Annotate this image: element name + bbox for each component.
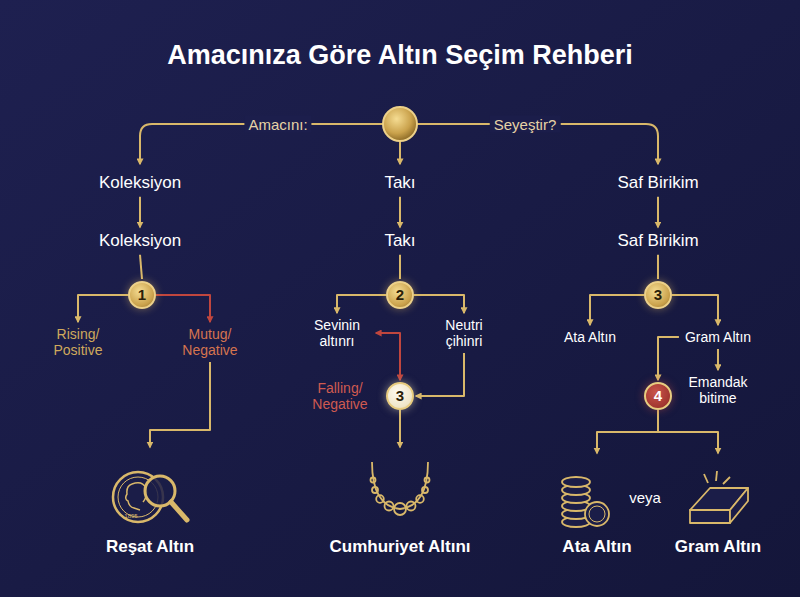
coin-magnifier-icon	[113, 472, 187, 522]
connector	[597, 410, 658, 453]
connector-word: veya	[629, 489, 661, 506]
connector	[376, 333, 400, 380]
connector	[657, 255, 659, 279]
connector	[399, 197, 401, 227]
node-text: Gram Altın	[675, 537, 761, 557]
result-label: Gram Altın	[671, 455, 765, 559]
node-text: Emandak bitime	[683, 374, 753, 406]
connector	[658, 337, 679, 380]
purpose-label: Takı	[380, 229, 419, 253]
purpose-label: Koleksiyon	[95, 171, 185, 195]
necklace-icon	[371, 462, 430, 515]
connector	[658, 410, 718, 453]
step-number: 3	[644, 281, 672, 309]
option-label: Mutug/ Negative	[173, 324, 247, 360]
connector	[717, 349, 719, 370]
purpose-label: Koleksiyon	[95, 229, 185, 253]
node-text: Ata Altın	[564, 329, 616, 345]
option-label: Emandak bitime	[681, 372, 755, 408]
purpose-label: Saf Birikim	[613, 171, 702, 195]
node-text: 3	[654, 286, 662, 303]
result-label: Cumhuriyet Altını	[325, 449, 474, 559]
gold-bar-icon	[690, 471, 748, 523]
node-text: Koleksiyon	[99, 173, 181, 193]
option-label: Sevinin altınrı	[300, 315, 374, 351]
step-number: 4	[644, 382, 672, 410]
connector	[78, 295, 128, 322]
connector	[657, 197, 659, 227]
node-text: Takı	[384, 231, 415, 251]
option-label: Ata Altın	[560, 327, 620, 347]
result-label: Ata Altın	[558, 455, 635, 559]
coin-stack-icon	[562, 477, 609, 527]
diagram-title: Amacınıza Göre Altın Seçim Rehberi	[0, 40, 800, 71]
connector	[399, 255, 401, 279]
node-text: 4	[654, 387, 662, 404]
node-text: Reşat Altın	[106, 537, 194, 557]
node-text: Mutug/ Negative	[175, 326, 245, 358]
node-text: Koleksiyon	[99, 231, 181, 251]
node-text: Saf Birikim	[617, 173, 698, 193]
connector	[672, 295, 718, 325]
connector	[337, 295, 386, 313]
option-label: Rising/ Positive	[41, 324, 115, 360]
node-text: 1	[138, 286, 146, 303]
node-text: Gram Altın	[685, 329, 751, 345]
step-number: 3	[386, 382, 414, 410]
coin-year: 1895	[124, 513, 137, 519]
purpose-label: Takı	[380, 171, 419, 195]
option-label: Falling/ Negative	[303, 378, 377, 414]
node-text: Rising/ Positive	[43, 326, 113, 358]
connector	[140, 255, 142, 279]
node-text: Saf Birikim	[617, 231, 698, 251]
connector	[150, 362, 210, 447]
result-label: Reşat Altın	[102, 449, 198, 559]
node-text: 3	[396, 387, 404, 404]
node-text: Takı	[384, 173, 415, 193]
node-text: Falling/ Negative	[305, 380, 375, 412]
node-text: Neutri çihinri	[429, 317, 499, 349]
node-text: 2	[396, 286, 404, 303]
connector	[139, 197, 141, 227]
connector	[416, 353, 464, 396]
start-circle	[383, 107, 417, 141]
node-text: Sevinin altınrı	[302, 317, 372, 349]
node-text: Ata Altın	[562, 537, 631, 557]
connector	[590, 295, 644, 325]
option-label: Gram Altın	[681, 327, 755, 347]
branch-label: Seyeştir?	[490, 116, 561, 133]
connector	[156, 295, 210, 322]
step-number: 1	[128, 281, 156, 309]
purpose-label: Saf Birikim	[613, 229, 702, 253]
node-text: Cumhuriyet Altını	[329, 537, 470, 557]
step-number: 2	[386, 281, 414, 309]
connector	[399, 410, 401, 447]
option-label: Neutri çihinri	[427, 315, 501, 351]
branch-label: Amacını:	[244, 116, 311, 133]
connector	[414, 295, 464, 313]
